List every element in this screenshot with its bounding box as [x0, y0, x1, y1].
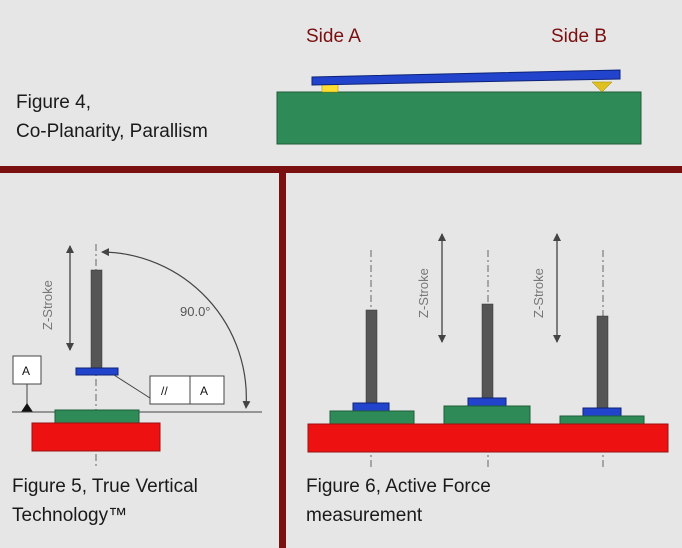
figure4-panel: Side A Side B Figure 4, Co-Planarity, Pa…: [16, 26, 642, 145]
figure6-panel: Z-Stroke Z-Stroke Figure 6, Active Force…: [306, 233, 669, 526]
figure5-red-base: [31, 422, 161, 452]
figure5-z-stroke-label: Z-Stroke: [40, 280, 55, 330]
figure5-datum-label: A: [22, 364, 30, 378]
figure4-tilted-blue-bar: [311, 69, 621, 86]
figure6-green-substrate-1: [329, 410, 415, 425]
figure6-blue-head-2: [467, 397, 507, 407]
figure5-parallel-datum: A: [200, 384, 208, 398]
figure4-caption-line1: Figure 4,: [16, 92, 91, 113]
figure6-shaft-3: [596, 315, 609, 413]
side-a-label: Side A: [306, 26, 361, 47]
figure6-caption-line2: measurement: [306, 505, 423, 526]
figure5-parallel-symbol: //: [161, 384, 168, 398]
figure5-angle-arc: [101, 248, 251, 409]
figure6-blue-head-1: [352, 402, 390, 412]
figure5-caption-line2: Technology™: [12, 505, 127, 526]
figure5-fcf-leader: [113, 374, 151, 399]
figure6-shaft-1: [365, 309, 378, 407]
figure4-pad-side-b: [591, 81, 613, 93]
figure6-z-stroke-label-1: Z-Stroke: [416, 268, 431, 318]
figure6-z-stroke-label-2: Z-Stroke: [531, 268, 546, 318]
figure5-panel: Z-Stroke 90.0° A // A Figure 5, True Ver…: [12, 244, 262, 526]
side-b-label: Side B: [551, 26, 607, 47]
figure5-shaft: [90, 269, 103, 371]
figure5-caption-line1: Figure 5, True Vertical: [12, 476, 198, 497]
figure6-green-substrate-2: [443, 405, 531, 425]
figure6-caption-line1: Figure 6, Active Force: [306, 476, 491, 497]
figure5-parallel-datum-box: [189, 375, 225, 405]
figure4-caption-line2: Co-Planarity, Parallism: [16, 121, 208, 142]
figure6-shaft-2: [481, 303, 494, 403]
figure6-green-substrate-3: [559, 415, 645, 425]
figure6-blue-head-3: [582, 407, 622, 417]
figure4-green-substrate: [276, 91, 642, 145]
horizontal-divider: [0, 166, 682, 173]
figure5-parallel-symbol-box: [149, 375, 191, 405]
vertical-divider: [279, 166, 286, 548]
figure5-angle-label: 90.0°: [180, 304, 211, 319]
figure6-red-base: [307, 423, 669, 453]
figure5-blue-head: [75, 367, 119, 376]
figure5-datum-triangle: [21, 403, 33, 412]
figure5-green-substrate: [54, 409, 140, 424]
